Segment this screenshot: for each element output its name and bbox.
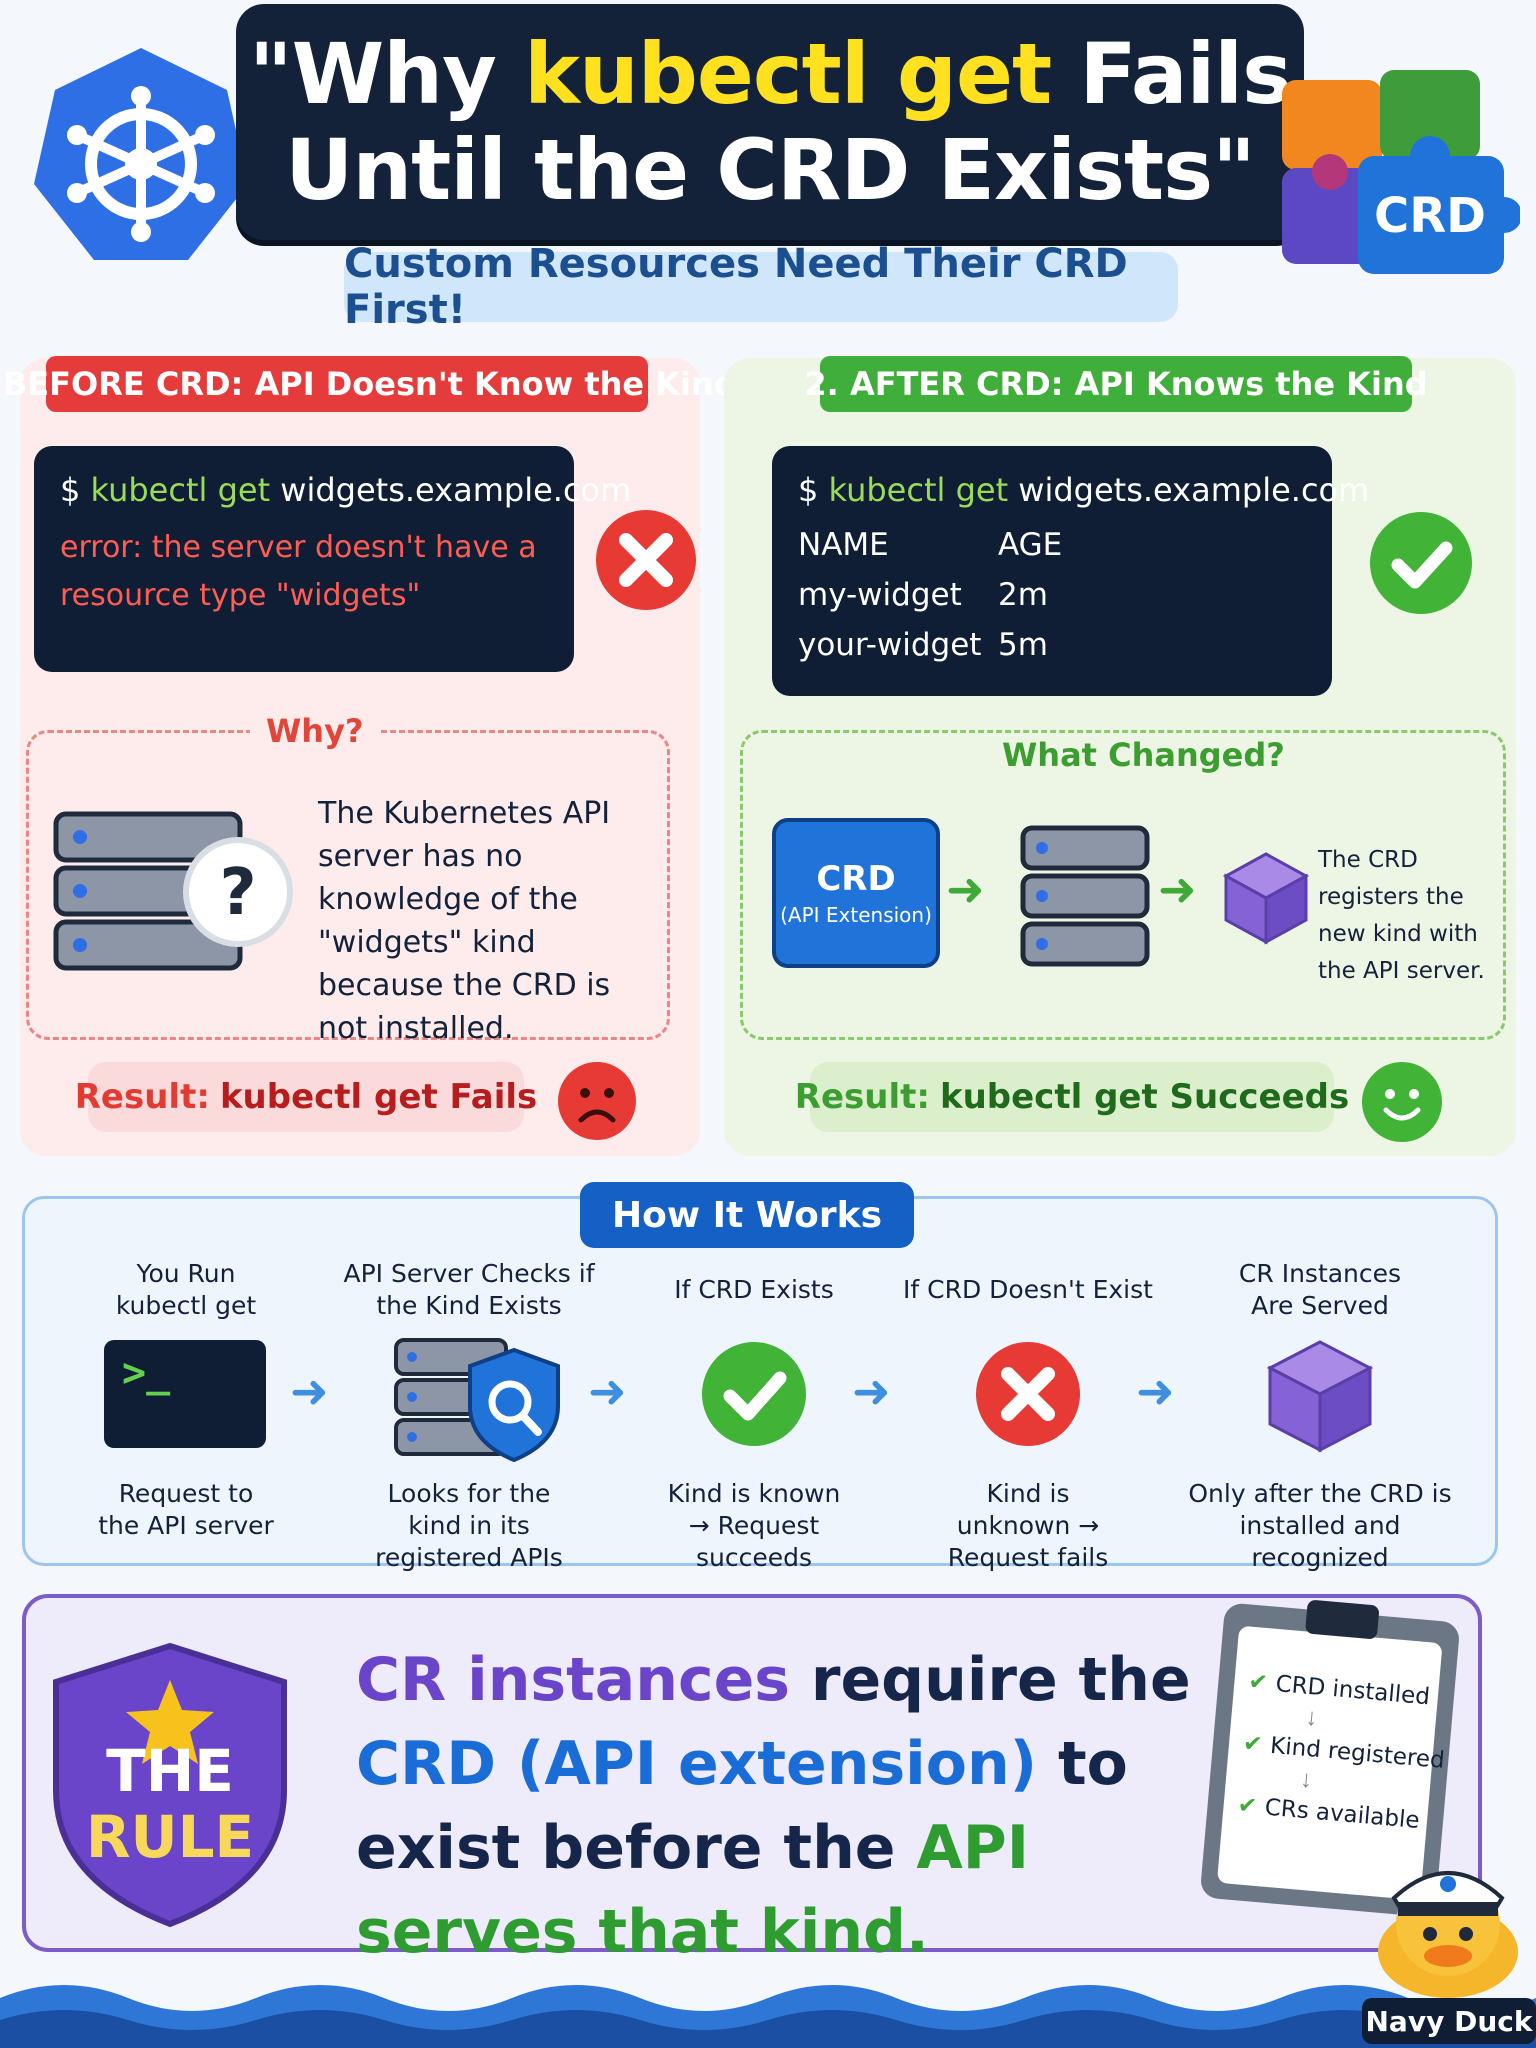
crd-piece-title: CRD <box>816 859 896 899</box>
after-tag: 2. AFTER CRD: API Knows the Kind <box>804 356 1428 412</box>
check-icon <box>702 1342 806 1446</box>
ocean-waves-decoration <box>0 1985 1536 2048</box>
terminal-icon: >_ <box>104 1340 266 1448</box>
after-command: $ kubectl get widgets.example.com <box>798 471 1370 509</box>
sad-face-icon <box>558 1062 636 1140</box>
what-changed-heading: What Changed? <box>986 736 1301 774</box>
server-unknown-icon: ? <box>53 811 293 971</box>
step-3-detail: Kind is known → Request succeeds <box>667 1479 841 1572</box>
fail-x-icon <box>596 510 696 610</box>
step-5-detail: Only after the CRD is installed and reco… <box>1188 1479 1452 1572</box>
step-4-title: If CRD Doesn't Exist <box>903 1275 1153 1304</box>
crd-piece-subtitle: (API Extension) <box>780 903 932 927</box>
server-search-icon <box>394 1338 560 1463</box>
step-5-title: CR Instances Are Served <box>1238 1259 1402 1320</box>
page-title-line1: "Why kubectl get Fails <box>248 25 1292 123</box>
arrow-right-icon: ➜ <box>946 863 985 915</box>
rule-shield-icon <box>53 1642 287 1928</box>
before-tag: 1. BEFORE CRD: API Doesn't Know the Kind <box>0 356 737 412</box>
result-success: Result:kubectl get Succeeds <box>795 1062 1349 1132</box>
rule-shield-label: THE RULE <box>85 1737 255 1871</box>
x-icon <box>976 1342 1080 1446</box>
step-2-title: API Server Checks if the Kind Exists <box>343 1259 595 1320</box>
arrow-right-icon: ➜ <box>588 1365 627 1417</box>
page-title-line2: Until the CRD Exists" <box>285 121 1256 219</box>
mascot-label: Navy Duck <box>1362 1998 1536 2044</box>
step-3-title: If CRD Exists <box>674 1275 834 1304</box>
cube-icon <box>1266 1340 1374 1453</box>
title-banner: "Why kubectl get Fails Until the CRD Exi… <box>236 4 1304 240</box>
subtitle: Custom Resources Need Their CRD First! <box>344 241 1178 333</box>
what-changed-explanation: The CRD registers the new kind with the … <box>1318 847 1485 984</box>
why-explanation: The Kubernetes API server has no knowled… <box>318 796 611 1046</box>
crd-badge-label: CRD <box>1374 188 1486 244</box>
crd-extension-piece: CRD (API Extension) <box>772 818 940 968</box>
kubernetes-logo-icon <box>34 48 248 260</box>
step-2-detail: Looks for the kind in its registered API… <box>375 1479 563 1572</box>
why-heading: Why? <box>250 712 380 750</box>
navy-duck-mascot-icon <box>1378 1871 1518 1998</box>
how-it-works-tag: How It Works <box>580 1182 914 1248</box>
step-1-title: You Run kubectl get <box>115 1259 257 1320</box>
step-1-detail: Request to the API server <box>98 1479 274 1540</box>
arrow-right-icon: ➜ <box>852 1365 891 1417</box>
before-terminal: $ kubectl get widgets.example.com error:… <box>34 446 632 672</box>
step-4-detail: Kind is unknown → Request fails <box>947 1479 1109 1572</box>
before-command: $ kubectl get widgets.example.com <box>60 471 632 509</box>
crd-puzzle-icon: CRD <box>1282 70 1520 274</box>
arrow-right-icon: ➜ <box>1158 863 1197 915</box>
result-fail: Result:kubectl get Fails <box>75 1062 537 1132</box>
before-error: error: the server doesn't have a resourc… <box>60 530 537 613</box>
api-server-icon <box>1020 825 1150 967</box>
what-changed-box <box>740 730 1506 1040</box>
arrow-right-icon: ➜ <box>1136 1365 1175 1417</box>
arrow-right-icon: ➜ <box>290 1365 329 1417</box>
svg-text:?: ? <box>219 856 256 930</box>
success-check-icon <box>1370 512 1472 614</box>
new-kind-cube-icon <box>1222 852 1310 945</box>
happy-face-icon <box>1362 1062 1442 1142</box>
terminal-glyph: >_ <box>122 1350 171 1396</box>
rule-statement: CR instances require the CRD (API extens… <box>356 1645 1191 1967</box>
